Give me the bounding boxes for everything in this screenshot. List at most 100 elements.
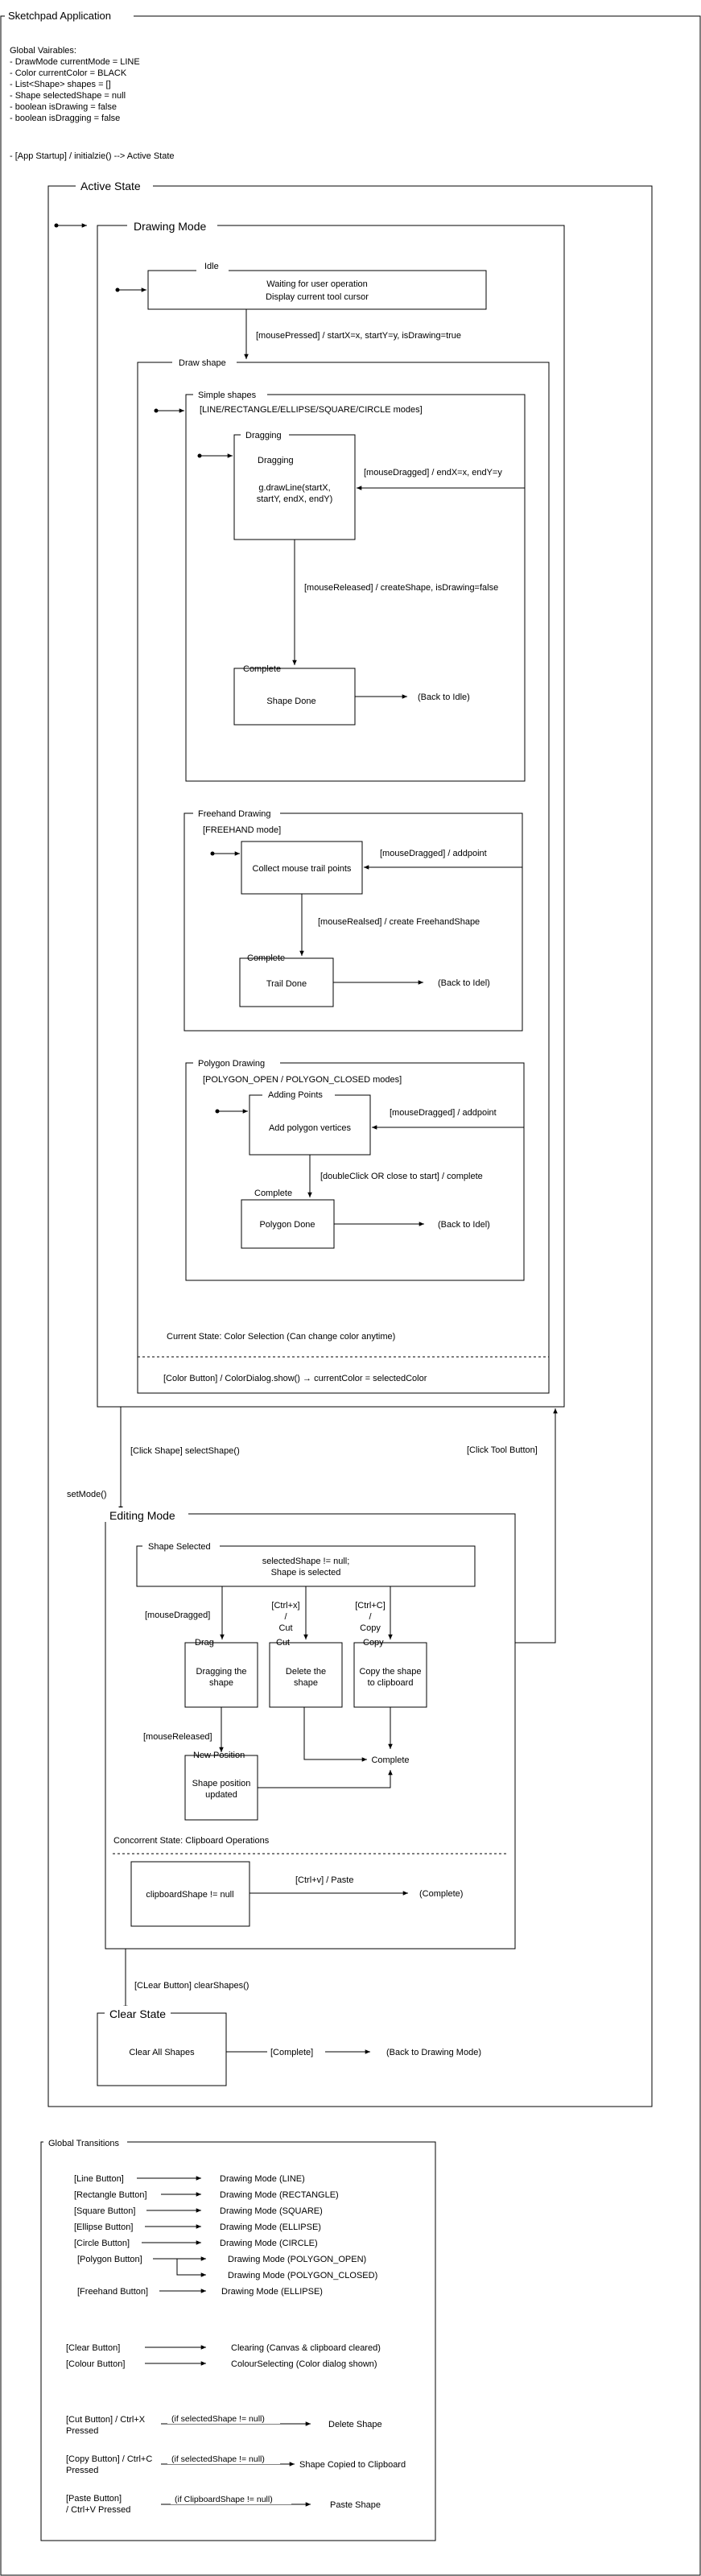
dragging-text: Dragging xyxy=(258,456,294,465)
color-current-state: Current State: Color Selection (Can chan… xyxy=(167,1332,395,1342)
polygon-done-text: Polygon Done xyxy=(259,1220,315,1230)
global-var: - List<Shape> shapes = [] xyxy=(10,80,111,89)
freehand-mouse-dragged: [mouseDragged] / addpoint xyxy=(380,849,487,858)
polygon-frame xyxy=(185,1062,525,1281)
copy-text: to clipboard xyxy=(368,1678,414,1688)
drag-title: Drag xyxy=(195,1638,214,1648)
editing-mode-title: Editing Mode xyxy=(109,1509,175,1522)
polygon-complete-title: Complete xyxy=(254,1189,292,1198)
tool-button: [Polygon Button] xyxy=(77,2255,142,2264)
simple-shapes-frame xyxy=(185,394,526,782)
cut-transition: Cut xyxy=(278,1623,292,1633)
clipboard-concurrent-title: Concorrent State: Clipboard Operations xyxy=(113,1836,270,1846)
simple-complete-title: Complete xyxy=(243,664,281,674)
simple-shapes-modes: [LINE/RECTANGLE/ELLIPSE/SQUARE/CIRCLE mo… xyxy=(200,405,423,415)
draw-shape-title: Draw shape xyxy=(179,358,226,368)
paste-transition: [Ctrl+v] / Paste xyxy=(295,1875,353,1885)
paste-button-label: [Paste Button] xyxy=(66,2494,122,2504)
adding-points-title: Adding Points xyxy=(268,1090,323,1100)
global-var: - Color currentColor = BLACK xyxy=(10,68,127,78)
global-var: - boolean isDrawing = false xyxy=(10,102,117,112)
polygon-title: Polygon Drawing xyxy=(198,1059,265,1069)
drag-transition: [mouseDragged] xyxy=(145,1611,210,1620)
clear-complete: [Complete] xyxy=(270,2048,313,2057)
cut-transition: / xyxy=(284,1612,287,1622)
tool-target: Drawing Mode (RECTANGLE) xyxy=(220,2190,339,2200)
clear-state-title: Clear State xyxy=(109,2007,166,2020)
clear-button-label: [Clear Button] xyxy=(66,2343,120,2353)
clear-state-text: Clear All Shapes xyxy=(129,2048,195,2057)
idle-text: Waiting for user operation xyxy=(266,279,368,289)
mouse-pressed-transition: [mousePressed] / startX=x, startY=y, isD… xyxy=(256,331,461,341)
new-position-text: updated xyxy=(205,1790,237,1800)
polygon-done-state xyxy=(241,1199,335,1249)
global-transitions-title: Global Transitions xyxy=(48,2139,120,2148)
active-state-frame xyxy=(47,185,653,2107)
global-var: - DrawMode currentMode = LINE xyxy=(10,57,140,67)
idle-title: Idle xyxy=(204,262,219,271)
shape-selected-text: selectedShape != null; xyxy=(262,1557,350,1566)
cut-text: shape xyxy=(294,1678,318,1688)
collect-points-text: Collect mouse trail points xyxy=(253,864,352,874)
paste-target: Paste Shape xyxy=(330,2500,381,2510)
new-position-title: New Position xyxy=(193,1751,245,1760)
paste-complete: (Complete) xyxy=(419,1889,463,1899)
new-position-text: Shape position xyxy=(192,1779,251,1788)
tool-target: Drawing Mode (LINE) xyxy=(220,2174,305,2184)
clipboard-null-text: clipboardShape != null xyxy=(146,1890,233,1900)
mouse-released-transition: [mouseReleased] xyxy=(143,1732,212,1742)
drawing-mode-frame xyxy=(97,225,565,1408)
copy-transition: / xyxy=(369,1612,372,1622)
idle-state xyxy=(147,270,487,310)
drag-text: shape xyxy=(209,1678,233,1688)
click-tool-transition: [Click Tool Button] xyxy=(467,1445,538,1455)
colour-target: ColourSelecting (Color dialog shown) xyxy=(231,2359,377,2369)
clear-target: Clearing (Canvas & clipboard cleared) xyxy=(231,2343,381,2353)
tool-button: [Ellipse Button] xyxy=(74,2222,133,2232)
drag-state xyxy=(184,1642,258,1708)
globals-heading: Global Vairables: xyxy=(10,46,76,56)
simple-mouse-dragged: [mouseDragged] / endX=x, endY=y xyxy=(364,468,502,478)
copy-button-label: [Copy Button] / Ctrl+C xyxy=(66,2454,152,2464)
dragging-text: g.drawLine(startX, xyxy=(258,483,330,493)
tool-target: Drawing Mode (ELLIPSE) xyxy=(221,2287,323,2297)
copy-button-label: Pressed xyxy=(66,2466,98,2475)
polygon-double-click: [doubleClick OR close to start] / comple… xyxy=(320,1172,483,1181)
clear-transition: [CLear Button] clearShapes() xyxy=(134,1981,249,1991)
tool-button: [Circle Button] xyxy=(74,2239,130,2248)
adding-points-text: Add polygon vertices xyxy=(269,1123,352,1133)
simple-back: (Back to Idle) xyxy=(418,693,470,702)
drawing-mode-title: Drawing Mode xyxy=(134,220,206,233)
freehand-mouse-released: [mouseRealsed] / create FreehandShape xyxy=(318,917,480,927)
app-frame xyxy=(0,15,701,2576)
adding-points-state xyxy=(249,1094,371,1156)
copy-title: Copy xyxy=(363,1638,384,1648)
idle-text: Display current tool cursor xyxy=(266,292,369,302)
copy-state xyxy=(353,1642,427,1708)
freehand-mode: [FREEHAND mode] xyxy=(203,825,281,835)
colour-button-label: [Colour Button] xyxy=(66,2359,125,2369)
set-mode-label: setMode() xyxy=(67,1490,107,1499)
freehand-frame xyxy=(183,812,523,1032)
copy-target: Shape Copied to Clipboard xyxy=(299,2460,406,2470)
drag-text: Dragging the xyxy=(196,1667,247,1677)
shape-selected-title: Shape Selected xyxy=(148,1542,211,1552)
shape-selected-state xyxy=(136,1545,476,1587)
tool-button: [Square Button] xyxy=(74,2206,135,2216)
polygon-mouse-dragged: [mouseDragged] / addpoint xyxy=(390,1108,497,1118)
cut-condition: (if selectedShape != null) xyxy=(171,2414,265,2424)
cut-text: Delete the xyxy=(286,1667,326,1677)
edit-complete: Complete xyxy=(371,1755,409,1765)
copy-transition: [Ctrl+C] xyxy=(355,1601,386,1611)
freehand-complete-title: Complete xyxy=(247,953,285,963)
trail-done-text: Trail Done xyxy=(266,979,307,989)
dragging-state xyxy=(233,434,356,540)
freehand-title: Freehand Drawing xyxy=(198,809,271,819)
global-transitions-frame xyxy=(40,2141,436,2541)
startup-transition: - [App Startup] / initialzie() --> Activ… xyxy=(10,151,175,161)
copy-transition: Copy xyxy=(360,1623,381,1633)
tool-target: Drawing Mode (CIRCLE) xyxy=(220,2239,318,2248)
editing-mode-frame xyxy=(105,1513,516,1950)
copy-text: Copy the shape xyxy=(359,1667,421,1677)
